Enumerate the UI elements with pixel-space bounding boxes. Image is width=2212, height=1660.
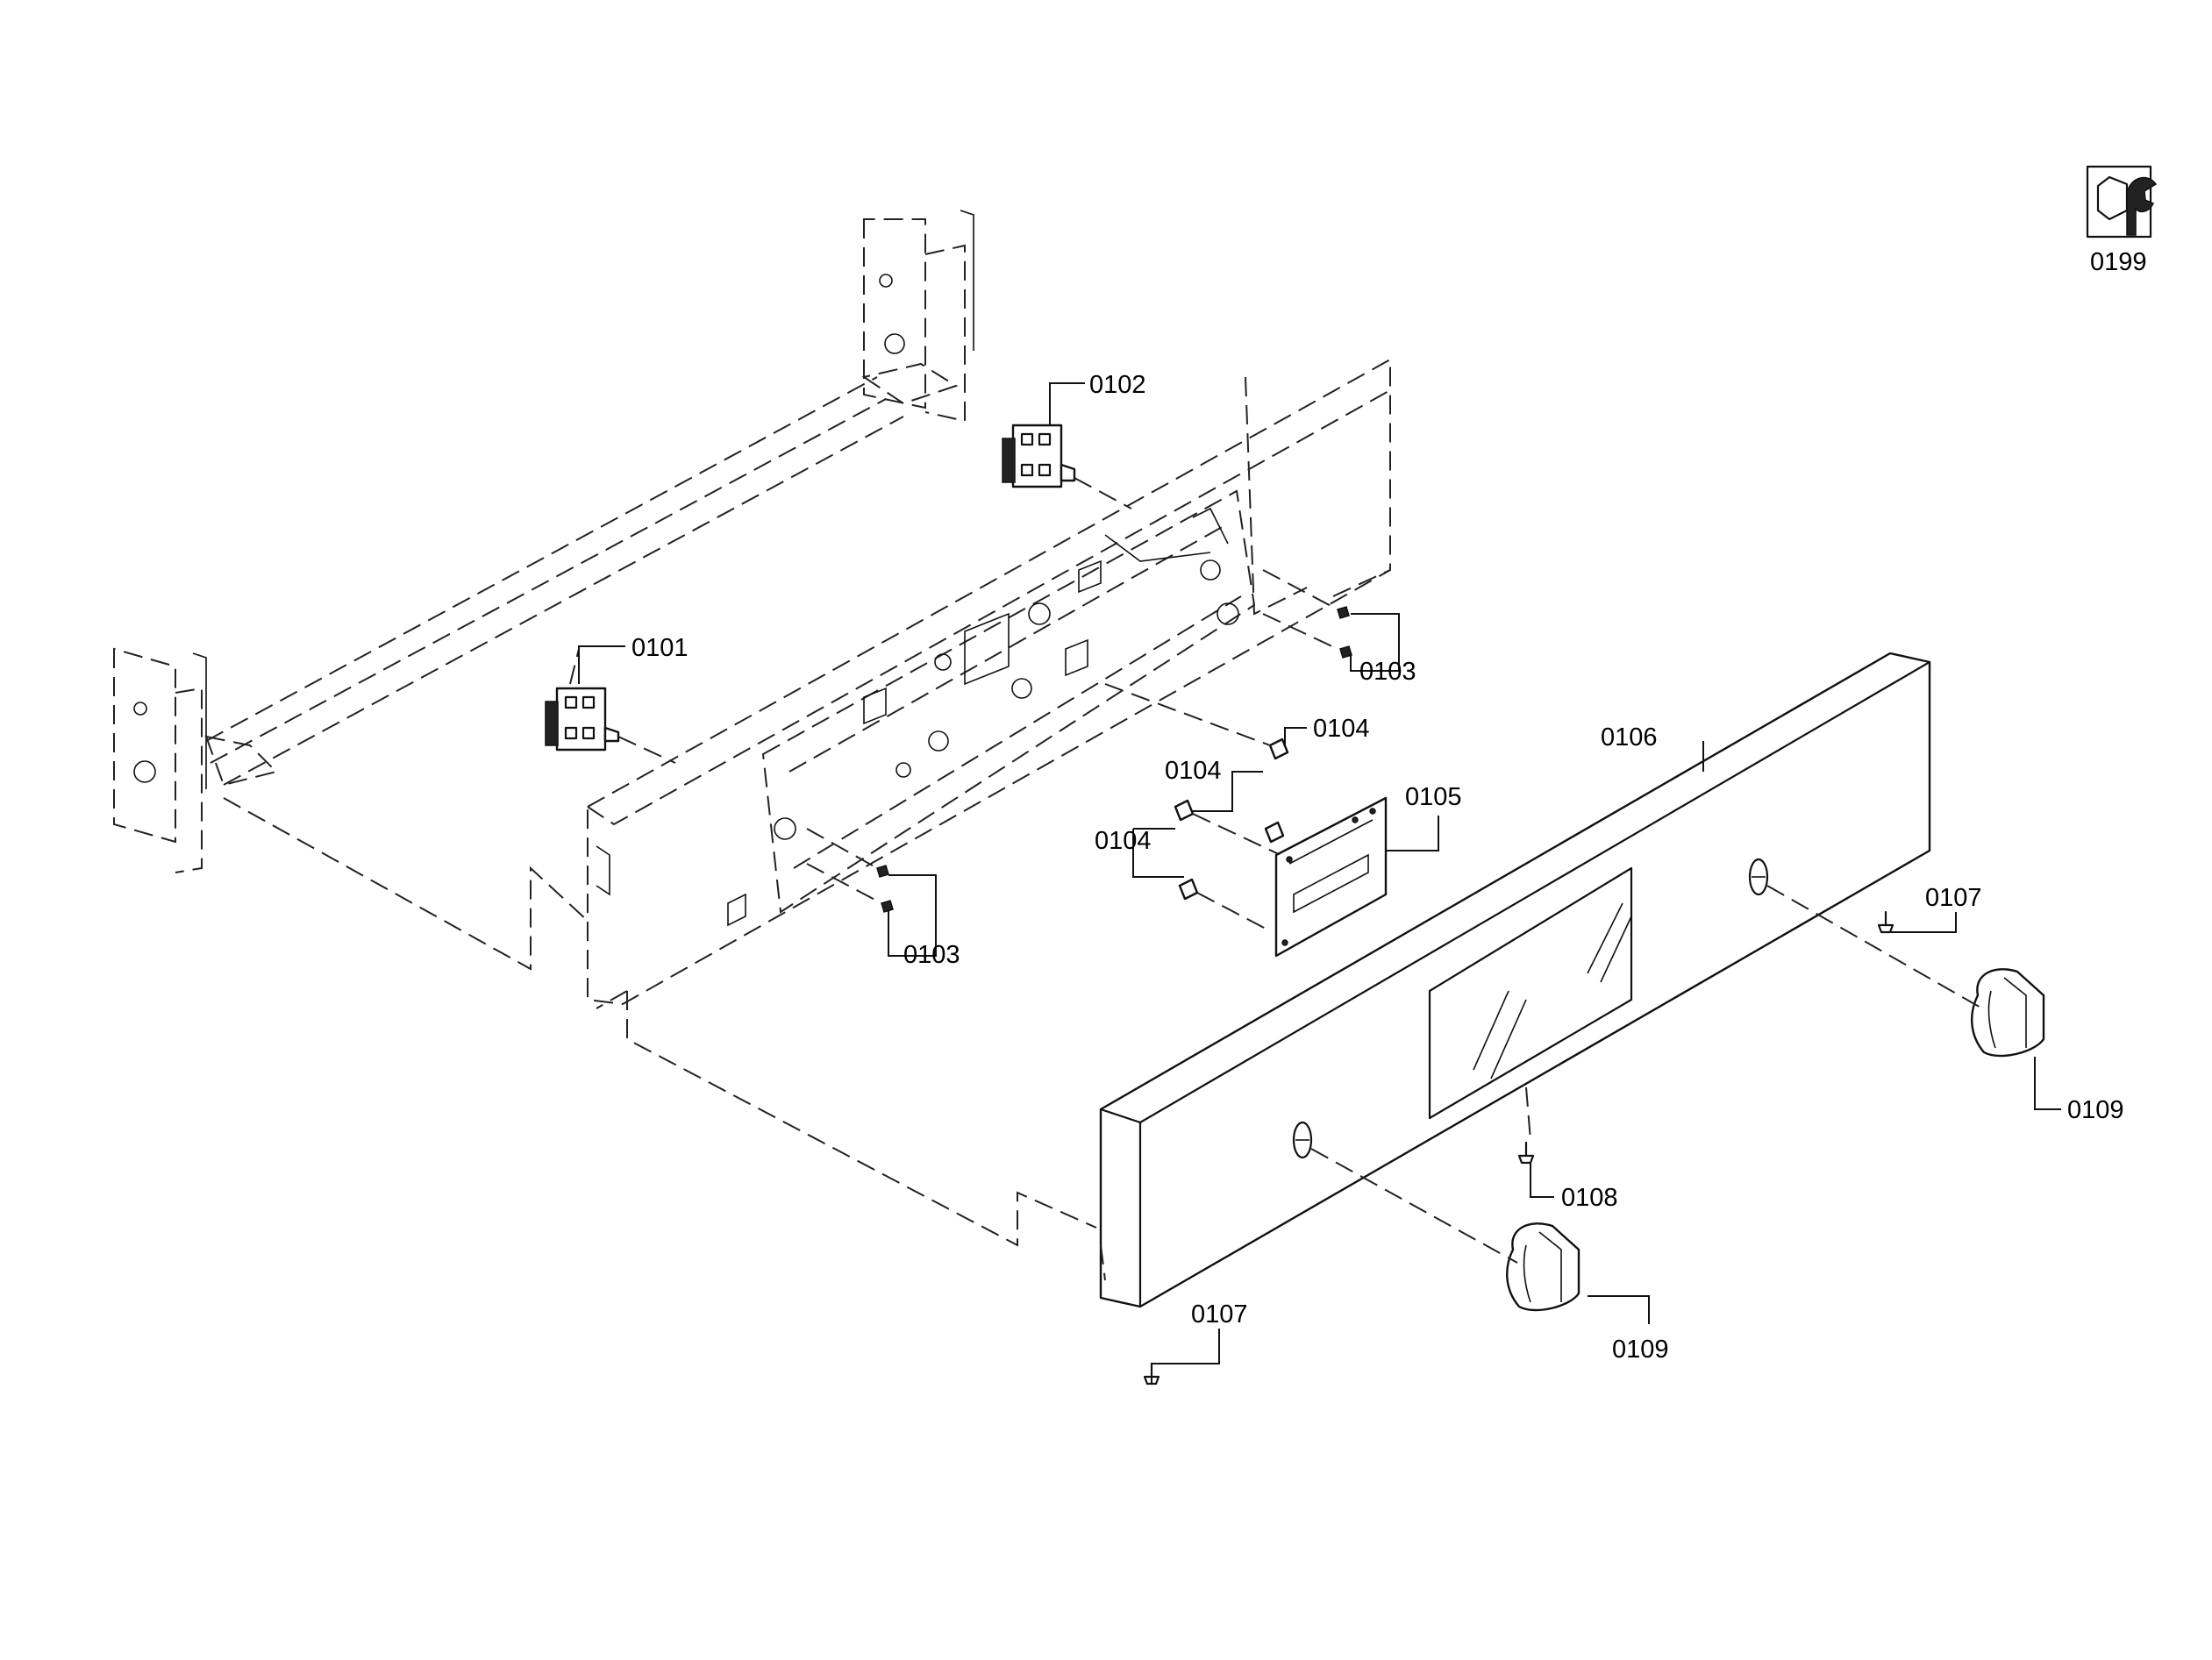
circuit-board-0105	[1274, 796, 1388, 958]
part-labels: 0101 0102 0103 0103 0104 0104 0104 0105 …	[631, 248, 2147, 1364]
label-0108: 0108	[1561, 1184, 1618, 1212]
label-0109-left: 0109	[1612, 1336, 1669, 1364]
switch-0101	[545, 648, 676, 764]
front-panel-0106	[1099, 652, 1931, 1308]
nut-and-wrench-icon	[2086, 165, 2158, 239]
label-0101: 0101	[631, 634, 689, 662]
label-0106: 0106	[1601, 723, 1658, 752]
label-0199: 0199	[2090, 248, 2147, 276]
label-0104-bottom: 0104	[1095, 827, 1152, 855]
knob-0109-right	[1766, 885, 2045, 1058]
switch-0102	[1002, 424, 1132, 509]
label-0105: 0105	[1405, 783, 1462, 811]
label-0107-left: 0107	[1191, 1300, 1248, 1329]
label-0109-right: 0109	[2067, 1096, 2124, 1124]
screws-0103	[806, 569, 1352, 913]
label-0104-top: 0104	[1313, 715, 1370, 743]
spacers-0104	[1104, 683, 1289, 930]
label-0103-upper: 0103	[1359, 658, 1416, 686]
label-0103-lower: 0103	[903, 941, 960, 969]
label-0107-right: 0107	[1925, 884, 1982, 912]
chassis-frame	[113, 210, 1097, 1247]
label-0102: 0102	[1089, 371, 1146, 399]
label-0104-middle: 0104	[1165, 757, 1222, 785]
control-panel-bracket	[587, 358, 1391, 1006]
leader-lines	[578, 382, 2061, 1384]
knob-0109-left	[1310, 1148, 1581, 1312]
